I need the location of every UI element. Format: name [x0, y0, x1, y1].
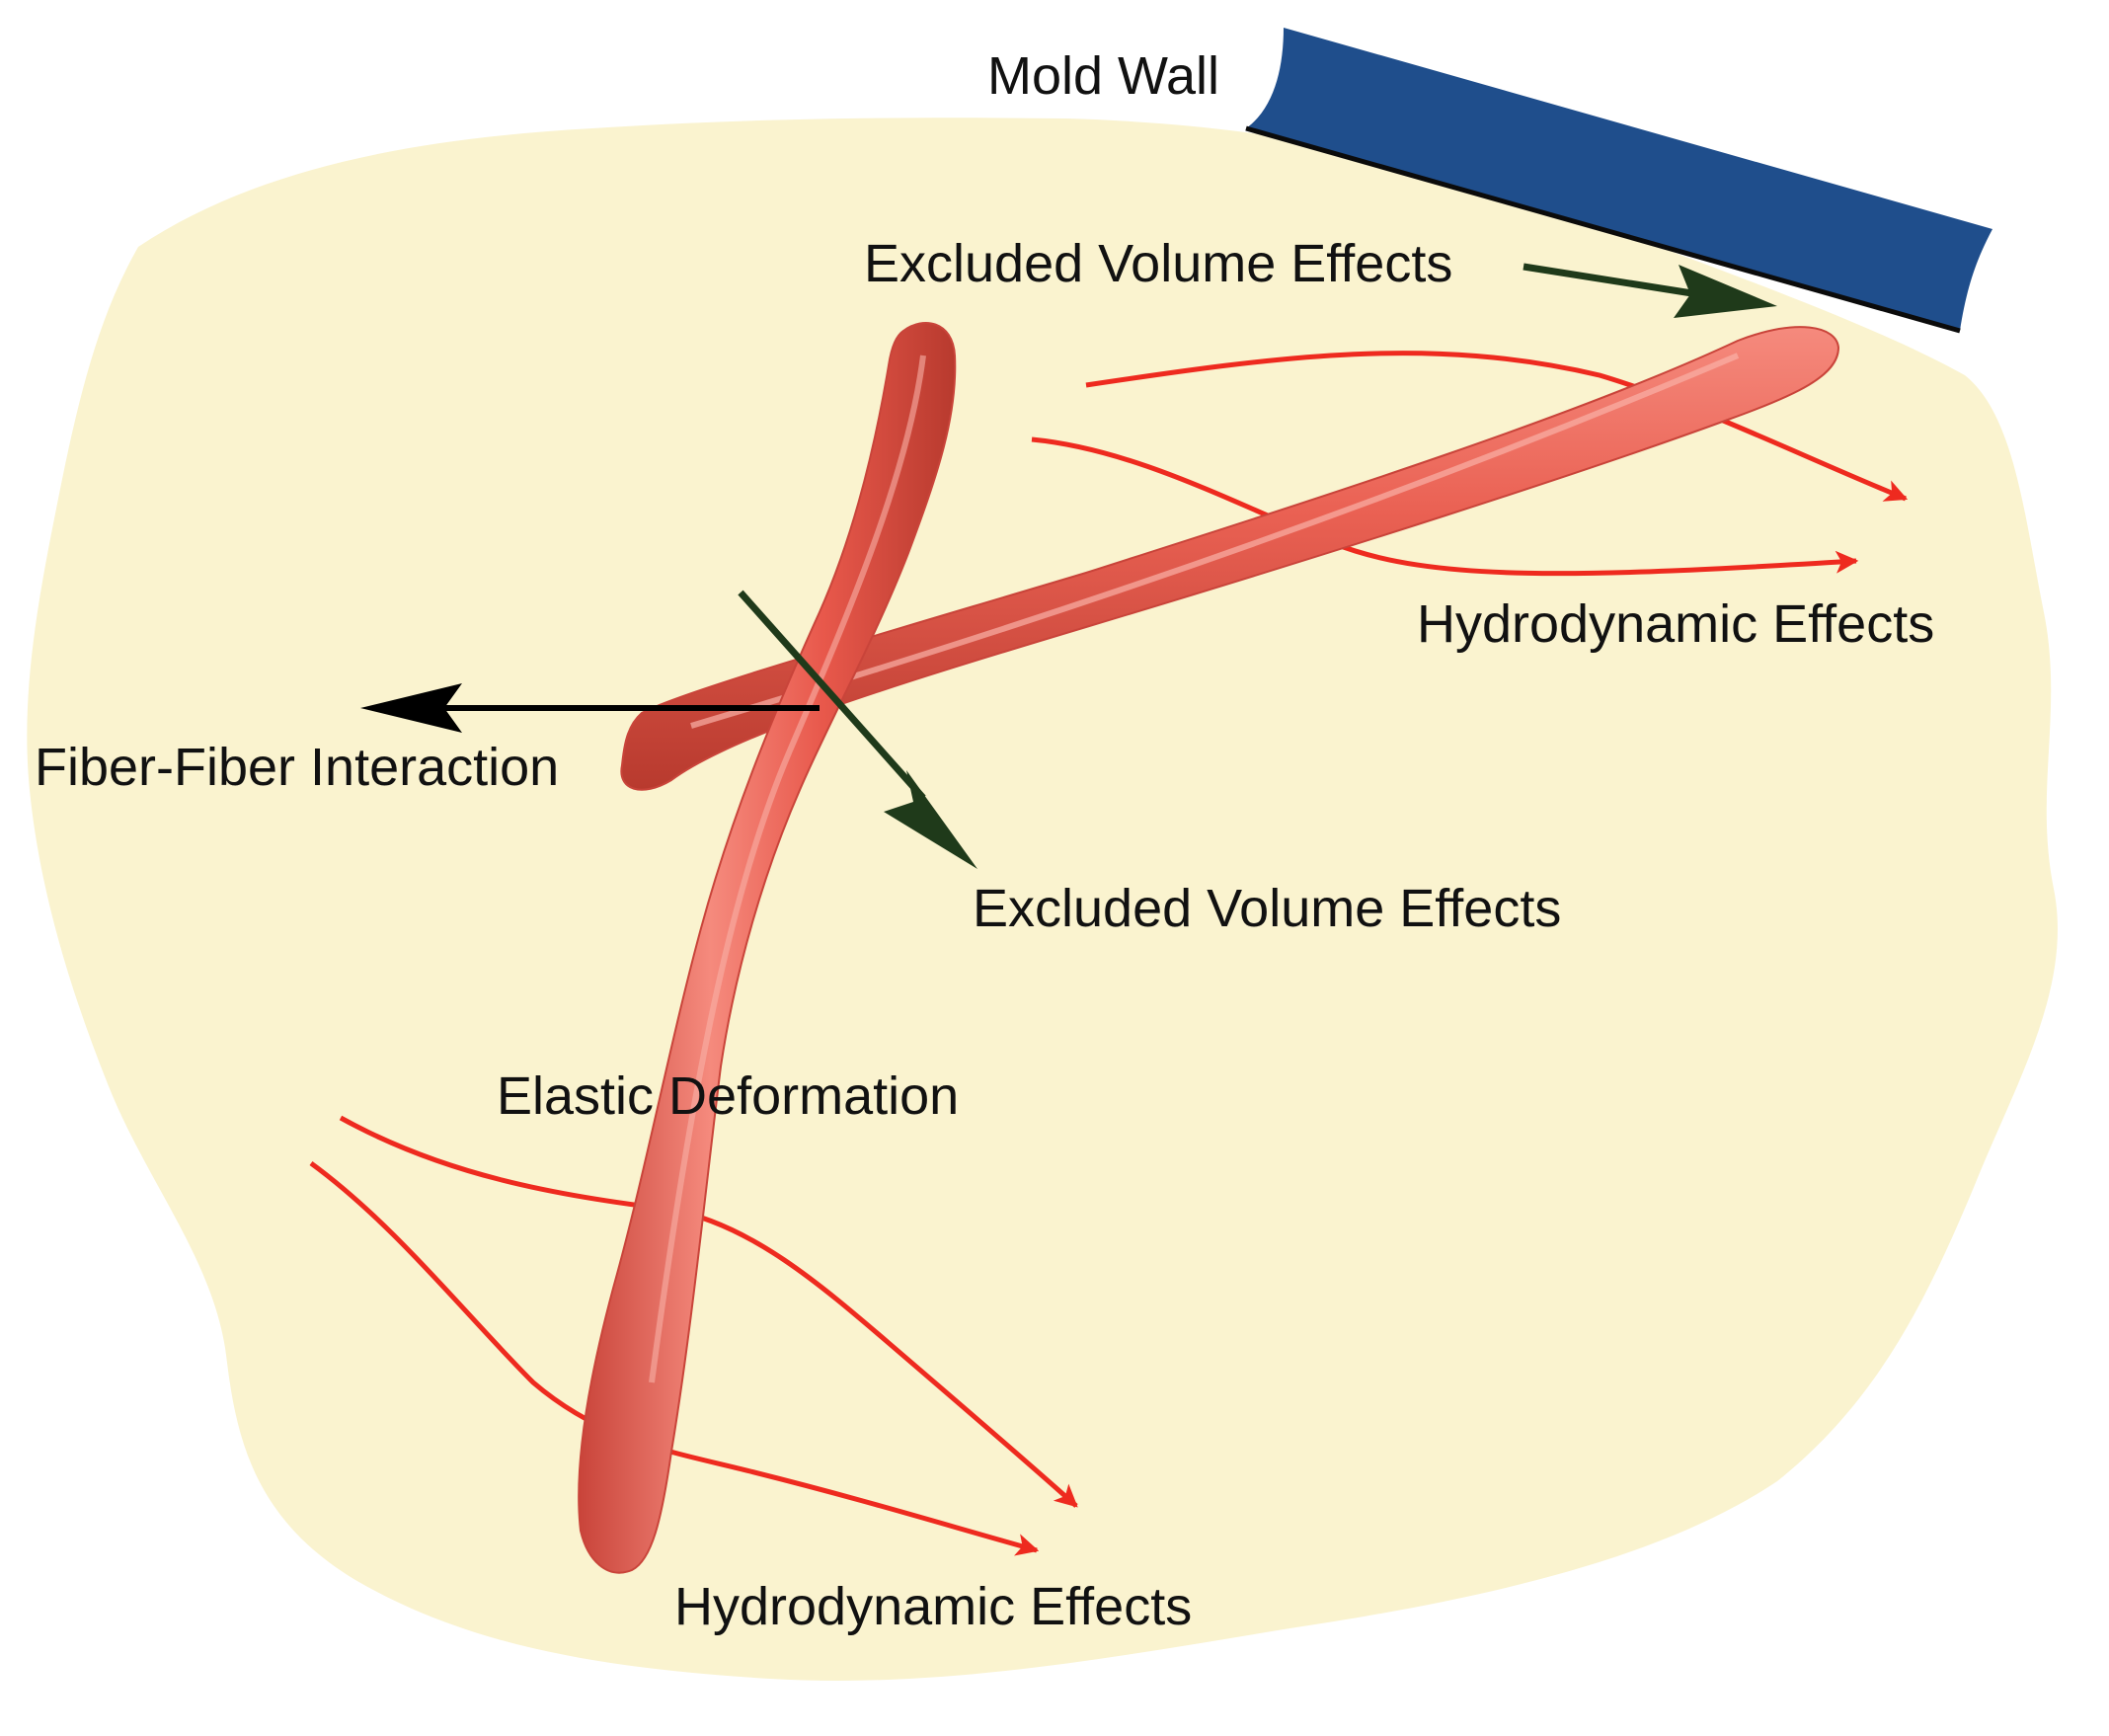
- flow-arrow: [1031, 436, 1859, 577]
- arrow-shaft: [738, 590, 926, 801]
- excluded-volume-label-mid: Excluded Volume Effects: [973, 879, 1561, 938]
- mold-wall-shape: [1246, 28, 1992, 331]
- hydrodynamic-label-bottom: Hydrodynamic Effects: [674, 1577, 1192, 1636]
- fluid-region: [27, 118, 2058, 1681]
- fiber-vertical: [578, 322, 957, 1574]
- excluded-volume-arrow-mid: [738, 590, 977, 869]
- arrow-shaft: [1523, 263, 1699, 298]
- elastic-deformation-label: Elastic Deformation: [497, 1066, 959, 1126]
- arrow-icon: [1674, 265, 1777, 318]
- fiber-highlight: [649, 355, 926, 1383]
- flow-lines-top: [1031, 351, 1909, 577]
- arrow-icon: [884, 770, 977, 869]
- excluded-volume-arrow-top: [1523, 263, 1777, 318]
- hydrodynamic-label-right: Hydrodynamic Effects: [1417, 594, 1934, 654]
- flow-arrow: [1085, 351, 1909, 502]
- arrow-icon: [360, 683, 462, 733]
- fiber-shape: [620, 326, 1840, 791]
- excluded-volume-label-top: Excluded Volume Effects: [864, 234, 1452, 293]
- fiber-shape: [578, 322, 957, 1574]
- mold-wall-label: Mold Wall: [987, 46, 1219, 106]
- fiber-fiber-interaction-label: Fiber-Fiber Interaction: [35, 738, 559, 797]
- fiber-fiber-interaction-arrow: [360, 683, 820, 733]
- mold-wall-edge: [1245, 125, 1961, 334]
- mold-wall: [1245, 28, 1992, 334]
- flow-arrow: [339, 1115, 1078, 1508]
